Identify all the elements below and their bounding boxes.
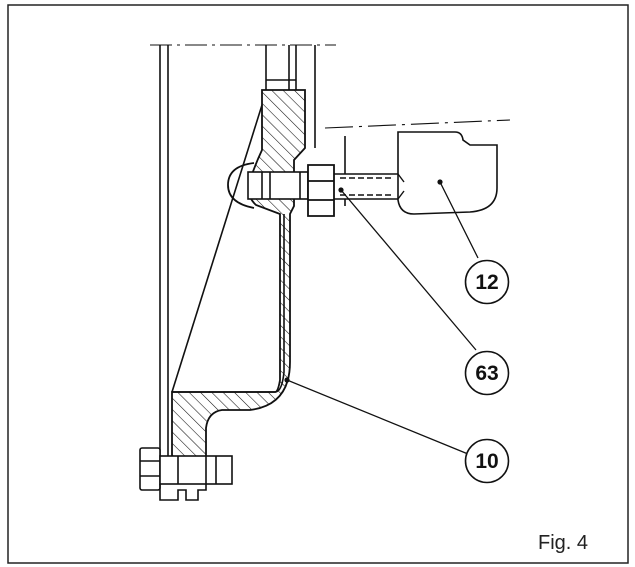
figure-frame <box>7 4 629 564</box>
component-12-housing <box>324 119 511 215</box>
upper-stub <box>265 45 316 148</box>
bolt-shank <box>334 173 405 200</box>
left-shaft <box>159 45 169 462</box>
bolt-boss <box>227 162 255 209</box>
housing-tail <box>159 484 207 501</box>
callout-10: 10 <box>464 438 510 484</box>
figure-caption: Fig. 4 <box>538 532 588 554</box>
leader-10 <box>286 379 469 455</box>
leader-lines <box>286 181 479 455</box>
callout-10-label: 10 <box>475 450 498 473</box>
callout-12-label: 12 <box>475 271 498 294</box>
callout-63: 63 <box>464 350 510 396</box>
leader-12-dot <box>437 179 443 185</box>
bolt-nut <box>307 164 335 217</box>
housing-section <box>171 89 306 479</box>
leader-10-dot <box>284 377 290 383</box>
callout-63-label: 63 <box>475 362 498 385</box>
leader-63 <box>340 189 477 351</box>
leader-12 <box>439 181 479 259</box>
boss-bolt <box>247 171 309 200</box>
housing-web <box>172 214 285 393</box>
lower-bolt <box>139 447 233 491</box>
diagonal-support-line <box>171 104 263 393</box>
leader-63-dot <box>338 187 344 193</box>
callout-12: 12 <box>464 259 510 305</box>
